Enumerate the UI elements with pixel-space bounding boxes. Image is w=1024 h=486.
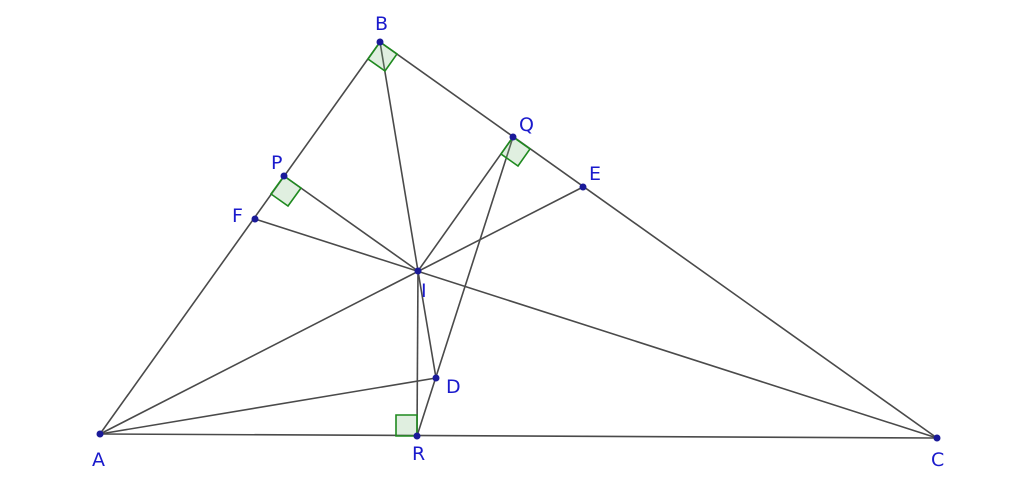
point-R: [413, 432, 421, 440]
label-Q: Q: [519, 114, 534, 136]
point-I: [414, 267, 422, 275]
segment-AD: [99, 377, 437, 435]
point-B: [376, 38, 384, 46]
segment-BI: [379, 41, 419, 272]
label-A: A: [92, 449, 105, 471]
segment-BC: [379, 41, 938, 439]
point-A: [96, 430, 104, 438]
segment-AB: [99, 41, 381, 435]
right-angle-marker-R: [395, 414, 418, 437]
segment-IP: [283, 175, 419, 272]
right-angle-marker-B: [366, 40, 399, 73]
segment-AC: [99, 433, 938, 439]
segment-IQ: [417, 136, 514, 272]
label-R: R: [412, 443, 425, 465]
segment-QR: [416, 136, 514, 437]
point-D: [432, 374, 440, 382]
label-I: I: [421, 280, 427, 302]
label-B: B: [375, 13, 388, 35]
point-P: [280, 172, 288, 180]
label-D: D: [446, 376, 461, 398]
point-E: [579, 183, 587, 191]
segment-CF: [254, 218, 938, 439]
right-angle-marker-Q: [499, 135, 532, 168]
label-F: F: [232, 205, 243, 227]
right-angle-marker-P: [269, 174, 303, 208]
segment-AE: [99, 186, 584, 435]
point-F: [251, 215, 259, 223]
point-C: [933, 434, 941, 442]
label-C: C: [931, 449, 944, 471]
segment-IR: [416, 270, 419, 437]
label-P: P: [271, 152, 282, 174]
segment-ID: [417, 270, 437, 379]
label-E: E: [589, 163, 601, 185]
point-Q: [509, 133, 517, 141]
